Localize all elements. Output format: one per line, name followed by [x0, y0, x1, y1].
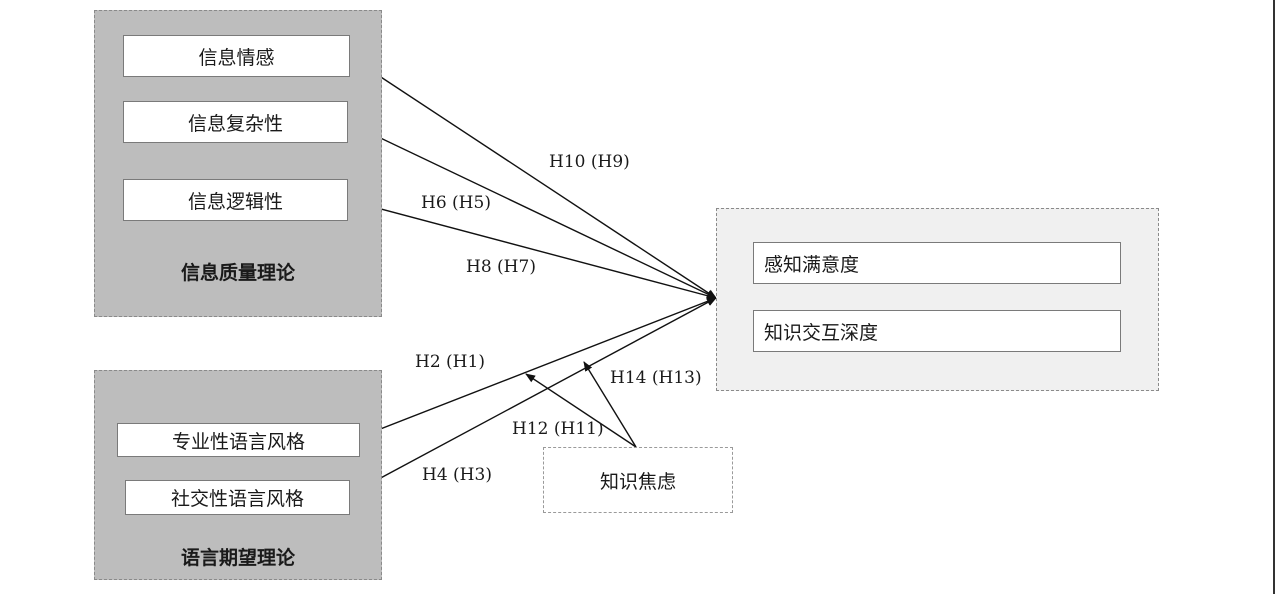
knowledge-anxiety-box: 知识焦虑 — [543, 447, 733, 513]
path-label-h6-h5: H6 (H5) — [421, 193, 491, 213]
path-label-h8-h7: H8 (H7) — [466, 257, 536, 277]
info-logic-box: 信息逻辑性 — [123, 179, 348, 221]
language-expectation-title: 语言期望理论 — [180, 547, 295, 569]
path-label-h14-h13: H14 (H13) — [610, 368, 702, 388]
arrow-logic-to-outcome — [346, 199, 717, 300]
professional-language-box: 专业性语言风格 — [117, 423, 360, 457]
path-label-h2-h1: H2 (H1) — [415, 352, 485, 372]
path-label-h4-h3: H4 (H3) — [422, 465, 492, 485]
perceived-satisfaction-box: 感知满意度 — [753, 242, 1121, 284]
arrow-anxiety-moderates-professional — [525, 373, 637, 448]
arrow-emotion-to-outcome — [348, 55, 717, 299]
info-complexity-box: 信息复杂性 — [123, 101, 348, 143]
info-emotion-box: 信息情感 — [123, 35, 350, 77]
path-label-h10-h9: H10 (H9) — [549, 152, 630, 172]
arrow-complexity-to-outcome — [346, 121, 717, 299]
language-expectation-group — [94, 370, 382, 580]
social-language-box: 社交性语言风格 — [125, 480, 350, 515]
arrow-social-to-outcome — [348, 297, 717, 496]
info-quality-title: 信息质量理论 — [180, 262, 295, 284]
page-edge-rule — [1273, 0, 1275, 594]
arrow-professional-to-outcome — [359, 297, 717, 438]
arrow-anxiety-moderates-social — [583, 361, 637, 448]
outcome-group — [716, 208, 1159, 391]
path-label-h12-h11: H12 (H11) — [512, 419, 604, 439]
knowledge-interaction-depth-box: 知识交互深度 — [753, 310, 1121, 352]
